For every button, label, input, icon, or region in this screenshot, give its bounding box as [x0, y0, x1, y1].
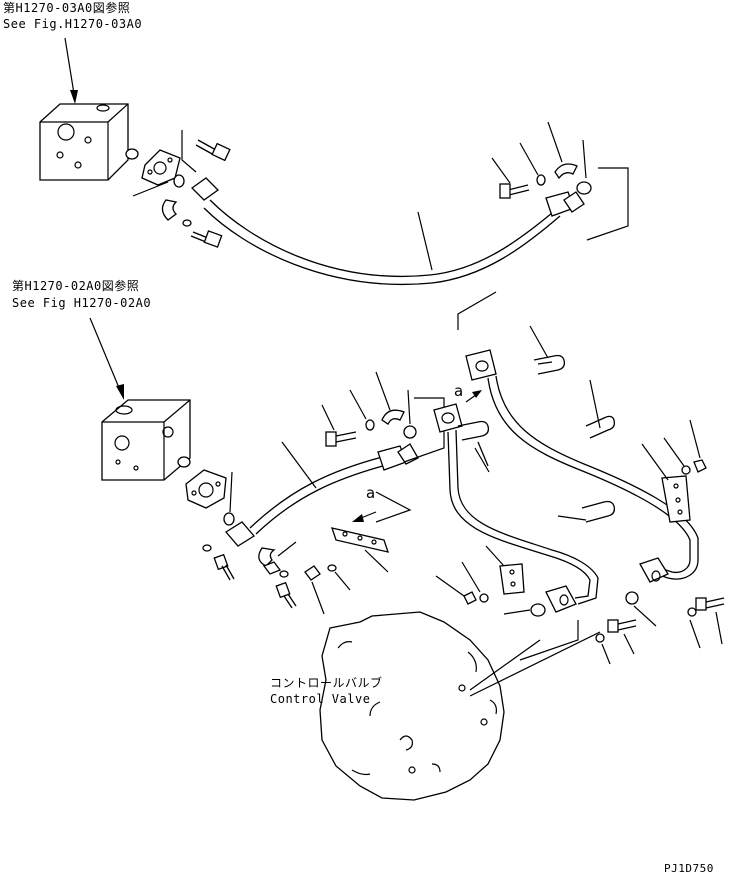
- bolt-mid: [321, 371, 417, 447]
- drawing-code: PJ1D750: [664, 862, 714, 875]
- bolt-top-upper: [195, 139, 231, 162]
- o-ring-top-block: [125, 148, 139, 160]
- ref-mid-jp: 第H1270-02A0図参照: [12, 279, 140, 293]
- tube-a-upper: [457, 291, 699, 583]
- marker-a-lower: a: [366, 484, 376, 502]
- control-valve-label-jp: コントロールバルブ: [270, 676, 383, 690]
- a-marker-arrows: [352, 390, 482, 522]
- ref-arrow-top: [64, 37, 78, 104]
- o-ring-mid-block: [177, 456, 191, 468]
- ref-top-jp: 第H1270-03A0図参照: [3, 1, 131, 15]
- tube-clamp-plate-lower: [331, 491, 412, 573]
- lower-left-fasteners: [202, 541, 351, 615]
- o-ring-top-flange: [132, 174, 185, 197]
- valve-block-top: [39, 103, 129, 181]
- split-flange-top-left: [141, 130, 197, 186]
- u-bolts-right: [457, 325, 616, 523]
- hose-top: [190, 177, 585, 285]
- lower-right-fasteners: [503, 591, 725, 665]
- ref-arrow-mid: [89, 317, 124, 400]
- split-flange-mid-left: [185, 469, 235, 526]
- half-clamp-top: [161, 199, 223, 248]
- valve-block-mid: [101, 399, 191, 481]
- marker-a-upper: a: [454, 382, 464, 400]
- tube-a-lower: [433, 403, 599, 613]
- tube-clamp-plates-right: [435, 419, 707, 605]
- ref-top-en: See Fig.H1270-03A0: [3, 17, 143, 31]
- control-valve-label-en: Control Valve: [270, 692, 371, 706]
- hose-mid: [225, 397, 445, 547]
- bolt-top-right: [491, 121, 629, 241]
- control-valve-body: [319, 611, 601, 801]
- ref-mid-en: See Fig H1270-02A0: [12, 296, 152, 310]
